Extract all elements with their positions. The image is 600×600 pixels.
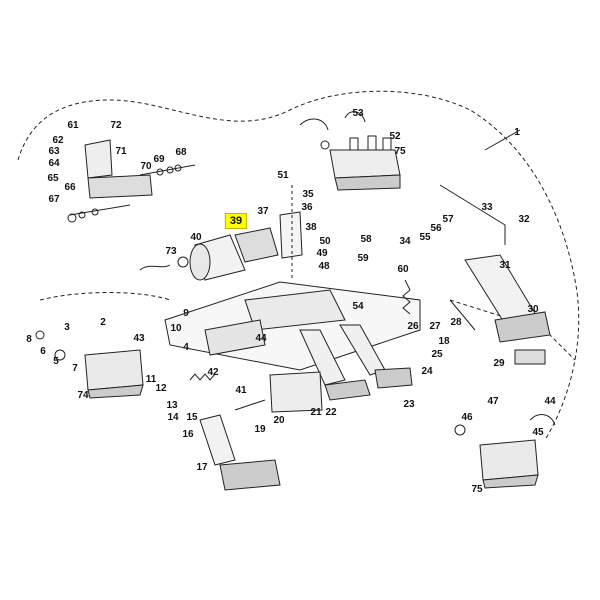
callout-27: 27: [429, 321, 441, 332]
callout-1: 1: [514, 127, 520, 138]
callout-71: 71: [115, 146, 127, 157]
callout-29: 29: [493, 358, 505, 369]
callout-41: 41: [235, 385, 247, 396]
callout-51: 51: [277, 170, 289, 181]
spring-26: [402, 279, 411, 315]
callout-69: 69: [153, 154, 165, 165]
callout-54: 54: [352, 301, 364, 312]
callout-8: 8: [26, 334, 32, 345]
callout-50: 50: [319, 236, 331, 247]
callout-43: 43: [133, 333, 145, 344]
callout-24: 24: [421, 366, 433, 377]
callout-6: 6: [40, 346, 46, 357]
callout-40: 40: [190, 232, 202, 243]
callout-18: 18: [438, 336, 450, 347]
callout-44-b: 44: [544, 396, 556, 407]
callout-35: 35: [302, 189, 314, 200]
callout-38: 38: [305, 222, 317, 233]
callout-21: 21: [310, 407, 322, 418]
callout-68: 68: [175, 147, 187, 158]
callout-31: 31: [499, 260, 511, 271]
callout-44: 44: [255, 333, 267, 344]
left-bracket-assembly: [67, 139, 196, 223]
callout-23: 23: [403, 399, 415, 410]
callout-37: 37: [257, 206, 269, 217]
right-pedal-assembly: [439, 184, 551, 365]
callout-4: 4: [183, 342, 189, 353]
callout-57: 57: [442, 214, 454, 225]
callout-2: 2: [100, 317, 106, 328]
spring-42: [189, 373, 216, 381]
left-pedal-assembly: [199, 399, 281, 491]
callout-45: 45: [532, 427, 544, 438]
callout-20: 20: [273, 415, 285, 426]
callout-74: 74: [77, 390, 89, 401]
callout-75-b: 75: [471, 484, 483, 495]
callout-28: 28: [450, 317, 462, 328]
callout-46: 46: [461, 412, 473, 423]
callout-36: 36: [301, 202, 313, 213]
callout-11: 11: [145, 374, 157, 385]
callout-59: 59: [357, 253, 369, 264]
callout-73: 73: [165, 246, 177, 257]
top-valve-assembly: [299, 111, 521, 191]
callout-64: 64: [48, 158, 60, 169]
dashed-outline: [17, 90, 580, 441]
callout-60: 60: [397, 264, 409, 275]
motor-assembly: [139, 227, 279, 281]
callout-63: 63: [48, 146, 60, 157]
callout-15: 15: [186, 412, 198, 423]
callout-65: 65: [47, 173, 59, 184]
callout-17: 17: [196, 462, 208, 473]
callout-67: 67: [48, 194, 60, 205]
callout-19: 19: [254, 424, 266, 435]
callout-56: 56: [430, 223, 442, 234]
callout-3: 3: [64, 322, 70, 333]
callout-33: 33: [481, 202, 493, 213]
callout-7: 7: [72, 363, 78, 374]
callout-53: 53: [352, 108, 364, 119]
callout-22: 22: [325, 407, 337, 418]
dashed-outline-lower: [39, 292, 171, 301]
callout-48: 48: [318, 261, 330, 272]
callout-47: 47: [487, 396, 499, 407]
callout-58: 58: [360, 234, 372, 245]
callout-12: 12: [155, 383, 167, 394]
callout-26: 26: [407, 321, 419, 332]
callout-25: 25: [431, 349, 443, 360]
callout-30: 30: [527, 304, 539, 315]
callout-61: 61: [67, 120, 79, 131]
center-pedals: [269, 324, 413, 413]
callout-32: 32: [518, 214, 530, 225]
callout-70: 70: [140, 161, 152, 172]
callout-66: 66: [64, 182, 76, 193]
callout-49: 49: [316, 248, 328, 259]
callout-16: 16: [182, 429, 194, 440]
callout-14: 14: [167, 412, 179, 423]
callout-39: 39: [224, 213, 248, 229]
callout-75: 75: [394, 146, 406, 157]
callout-62: 62: [52, 135, 64, 146]
callout-55: 55: [419, 232, 431, 243]
bottom-right-valve-block: [454, 414, 556, 489]
callout-42: 42: [207, 367, 219, 378]
callout-10: 10: [170, 323, 182, 334]
callout-5: 5: [53, 356, 59, 367]
callout-13: 13: [166, 400, 178, 411]
callout-52: 52: [389, 131, 401, 142]
bracket-37: [279, 211, 303, 259]
callout-34: 34: [399, 236, 411, 247]
base-plate: [164, 281, 421, 371]
callout-9: 9: [183, 308, 189, 319]
left-valve-block: [35, 330, 144, 399]
callout-72: 72: [110, 120, 122, 131]
